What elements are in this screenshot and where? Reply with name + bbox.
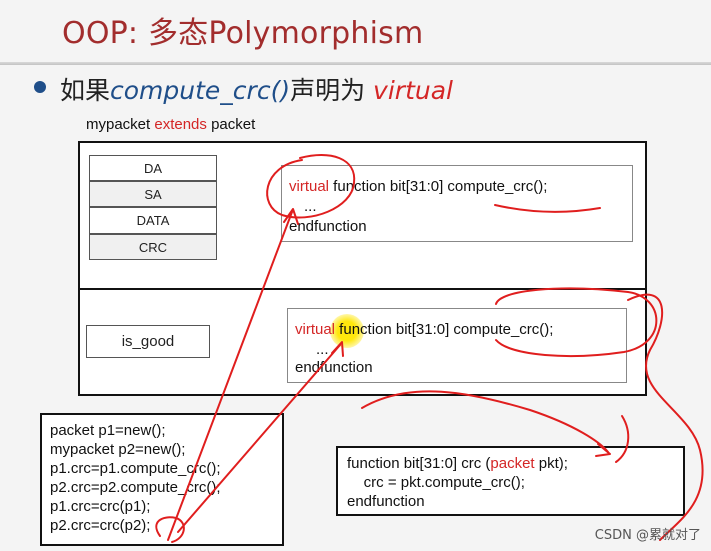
code-line: mypacket p2=new(); bbox=[50, 441, 186, 458]
curve-annotation bbox=[155, 516, 185, 543]
arrow-annotation bbox=[167, 211, 293, 541]
field-data: DATA bbox=[89, 207, 217, 234]
arrow-head-annotation bbox=[283, 208, 299, 225]
bullet-dot-icon bbox=[34, 81, 46, 93]
parent-virtual-keyword: virtual bbox=[289, 178, 330, 195]
circle-annotation bbox=[266, 154, 356, 219]
cursor-highlight bbox=[330, 314, 364, 348]
parent-method-body: ... bbox=[304, 198, 317, 215]
child-method-signature: virtual function bit[31:0] compute_crc()… bbox=[295, 320, 553, 340]
underline-annotation bbox=[494, 204, 601, 213]
arrow-annotation bbox=[177, 344, 341, 533]
child-signature-text: function bit[31:0] compute_crc(); bbox=[335, 321, 554, 338]
crc-function-snippet: function bit[31:0] crc (packet pkt); crc… bbox=[336, 446, 685, 516]
field-is-good: is_good bbox=[86, 325, 210, 358]
code-line: p1.crc=crc(p1); bbox=[50, 498, 151, 515]
curve-annotation bbox=[627, 293, 704, 541]
parent-method-box: virtual function bit[31:0] compute_crc()… bbox=[281, 165, 633, 242]
class-caption: mypacket extends packet bbox=[86, 116, 255, 133]
crc-function-body: crc = pkt.compute_crc(); bbox=[347, 474, 525, 491]
bullet-text: 如果compute_crc()声明为 virtual bbox=[60, 71, 453, 107]
bullet-prefix: 如果 bbox=[60, 76, 111, 105]
crc-sig-pre: function bit[31:0] crc ( bbox=[347, 455, 491, 472]
bullet-keyword: virtual bbox=[373, 76, 453, 105]
slide-title: OOP: 多态Polymorphism bbox=[62, 16, 424, 51]
arrow-head-annotation bbox=[595, 443, 611, 457]
child-virtual-keyword: virtual bbox=[295, 321, 336, 338]
watermark: CSDN @累就对了 bbox=[594, 528, 701, 543]
parent-method-signature: virtual function bit[31:0] compute_crc()… bbox=[289, 177, 547, 197]
field-sa: SA bbox=[89, 181, 217, 207]
parent-method-end: endfunction bbox=[289, 218, 367, 235]
field-da: DA bbox=[89, 155, 217, 181]
crc-sig-type: packet bbox=[490, 455, 535, 472]
parent-signature-text: function bit[31:0] compute_crc(); bbox=[329, 178, 548, 195]
arrow-head-annotation bbox=[331, 341, 344, 357]
child-method-box: virtual function bit[31:0] compute_crc()… bbox=[287, 308, 627, 383]
caption-keyword: extends bbox=[154, 116, 207, 133]
title-divider bbox=[0, 62, 711, 65]
child-method-body: ... bbox=[316, 341, 329, 358]
curve-annotation bbox=[615, 415, 630, 463]
code-line: p1.crc=p1.compute_crc(); bbox=[50, 460, 221, 477]
caption-left: mypacket bbox=[86, 116, 155, 133]
bullet-code: compute_crc() bbox=[110, 76, 291, 105]
child-method-end: endfunction bbox=[295, 359, 373, 376]
circle-annotation bbox=[495, 287, 658, 357]
bullet-middle: 声明为 bbox=[290, 76, 374, 105]
crc-function-end: endfunction bbox=[347, 493, 425, 510]
code-line: p2.crc=crc(p2); bbox=[50, 517, 151, 534]
crc-function-signature: function bit[31:0] crc (packet pkt); bbox=[347, 454, 674, 473]
field-crc: CRC bbox=[89, 234, 217, 260]
crc-sig-post: pkt); bbox=[534, 455, 568, 472]
code-line: packet p1=new(); bbox=[50, 422, 166, 439]
code-line: p2.crc=p2.compute_crc(); bbox=[50, 479, 221, 496]
caption-right: packet bbox=[206, 116, 256, 133]
usage-code-snippet: packet p1=new(); mypacket p2=new(); p1.c… bbox=[40, 413, 284, 546]
curve-annotation bbox=[361, 390, 609, 453]
